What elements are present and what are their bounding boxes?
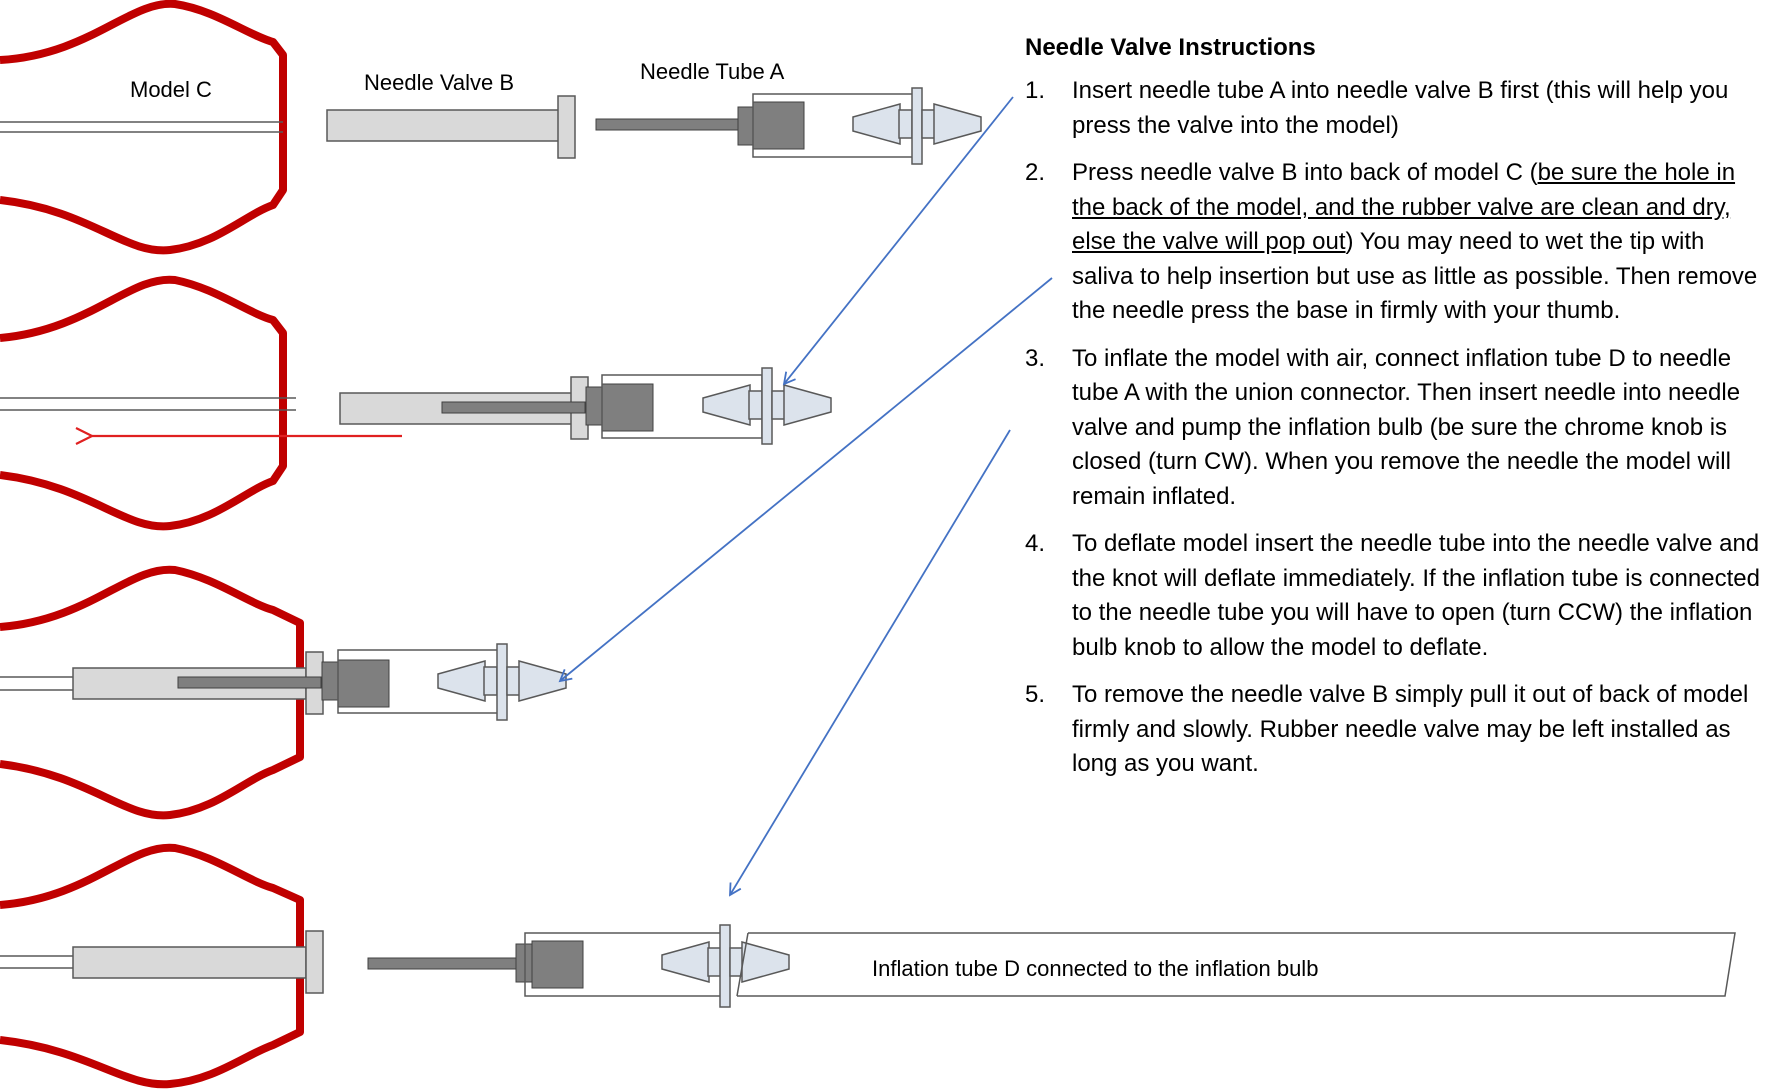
instruction-step-1: 1. Insert needle tube A into needle valv… <box>1025 74 1770 143</box>
instruction-step-3: 3. To inflate the model with air, connec… <box>1025 342 1770 515</box>
model-c-stem-row1 <box>0 121 283 133</box>
model-c-outline-row2 <box>0 275 287 531</box>
step1-pointer-arrow <box>782 96 1014 386</box>
inflation-tube-d <box>736 932 1736 997</box>
model-c-stem-row2 <box>0 397 296 411</box>
model-c-outline-row4 <box>0 843 304 1089</box>
model-c-outline-row3 <box>0 565 304 820</box>
instructions-list: 1. Insert needle tube A into needle valv… <box>1025 74 1770 782</box>
needle-valve-b-label: Needle Valve B <box>364 70 514 95</box>
step2-pointer-arrow <box>558 277 1053 683</box>
step3-pointer-arrow <box>729 429 1011 897</box>
model-c-label: Model C <box>130 77 212 102</box>
instruction-step-5: 5. To remove the needle valve B simply p… <box>1025 678 1770 782</box>
instructions-panel: Needle Valve Instructions 1. Insert need… <box>1025 30 1770 795</box>
step-text-underlined: be sure the hole in the back of the mode… <box>1072 159 1736 255</box>
needle-tube-a-row4 <box>367 932 727 997</box>
step-number: 2. <box>1025 159 1046 186</box>
step-text-after: ) You may need to wet the tip with saliv… <box>1072 228 1758 324</box>
step-text: To inflate the model with air, connect i… <box>1072 344 1741 510</box>
needle-tube-a-label: Needle Tube A <box>640 59 785 84</box>
step-text: Insert needle tube A into needle valve B… <box>1072 77 1729 139</box>
union-connector-row1 <box>852 87 982 165</box>
step-number: 1. <box>1025 77 1046 104</box>
instruction-step-4: 4. To deflate model insert the needle tu… <box>1025 527 1770 665</box>
union-connector-row4 <box>661 924 790 1008</box>
inflation-tube-d-label: Inflation tube D connected to the inflat… <box>872 956 1318 981</box>
union-connector-row2 <box>702 367 832 445</box>
instructions-title: Needle Valve Instructions <box>1025 34 1316 61</box>
instruction-step-2: 2. Press needle valve B into back of mod… <box>1025 156 1770 329</box>
needle-tube-a-row3 <box>177 649 499 714</box>
model-c-outline-row1 <box>0 0 287 255</box>
step-text: To deflate model insert the needle tube … <box>1072 530 1760 661</box>
model-c-stem-row4 <box>0 955 74 969</box>
needle-tube-a-row2 <box>441 374 763 439</box>
step-text: To remove the needle valve B simply pull… <box>1072 681 1749 777</box>
step-number: 5. <box>1025 681 1046 708</box>
model-c-stem-row3 <box>0 676 80 691</box>
needle-valve-b-row1 <box>326 95 576 159</box>
needle-valve-b-row4 <box>72 930 324 994</box>
union-connector-row3 <box>437 643 567 721</box>
step-number: 4. <box>1025 530 1046 557</box>
step-text-before: Press needle valve B into back of model … <box>1072 159 1538 186</box>
step-number: 3. <box>1025 344 1046 372</box>
